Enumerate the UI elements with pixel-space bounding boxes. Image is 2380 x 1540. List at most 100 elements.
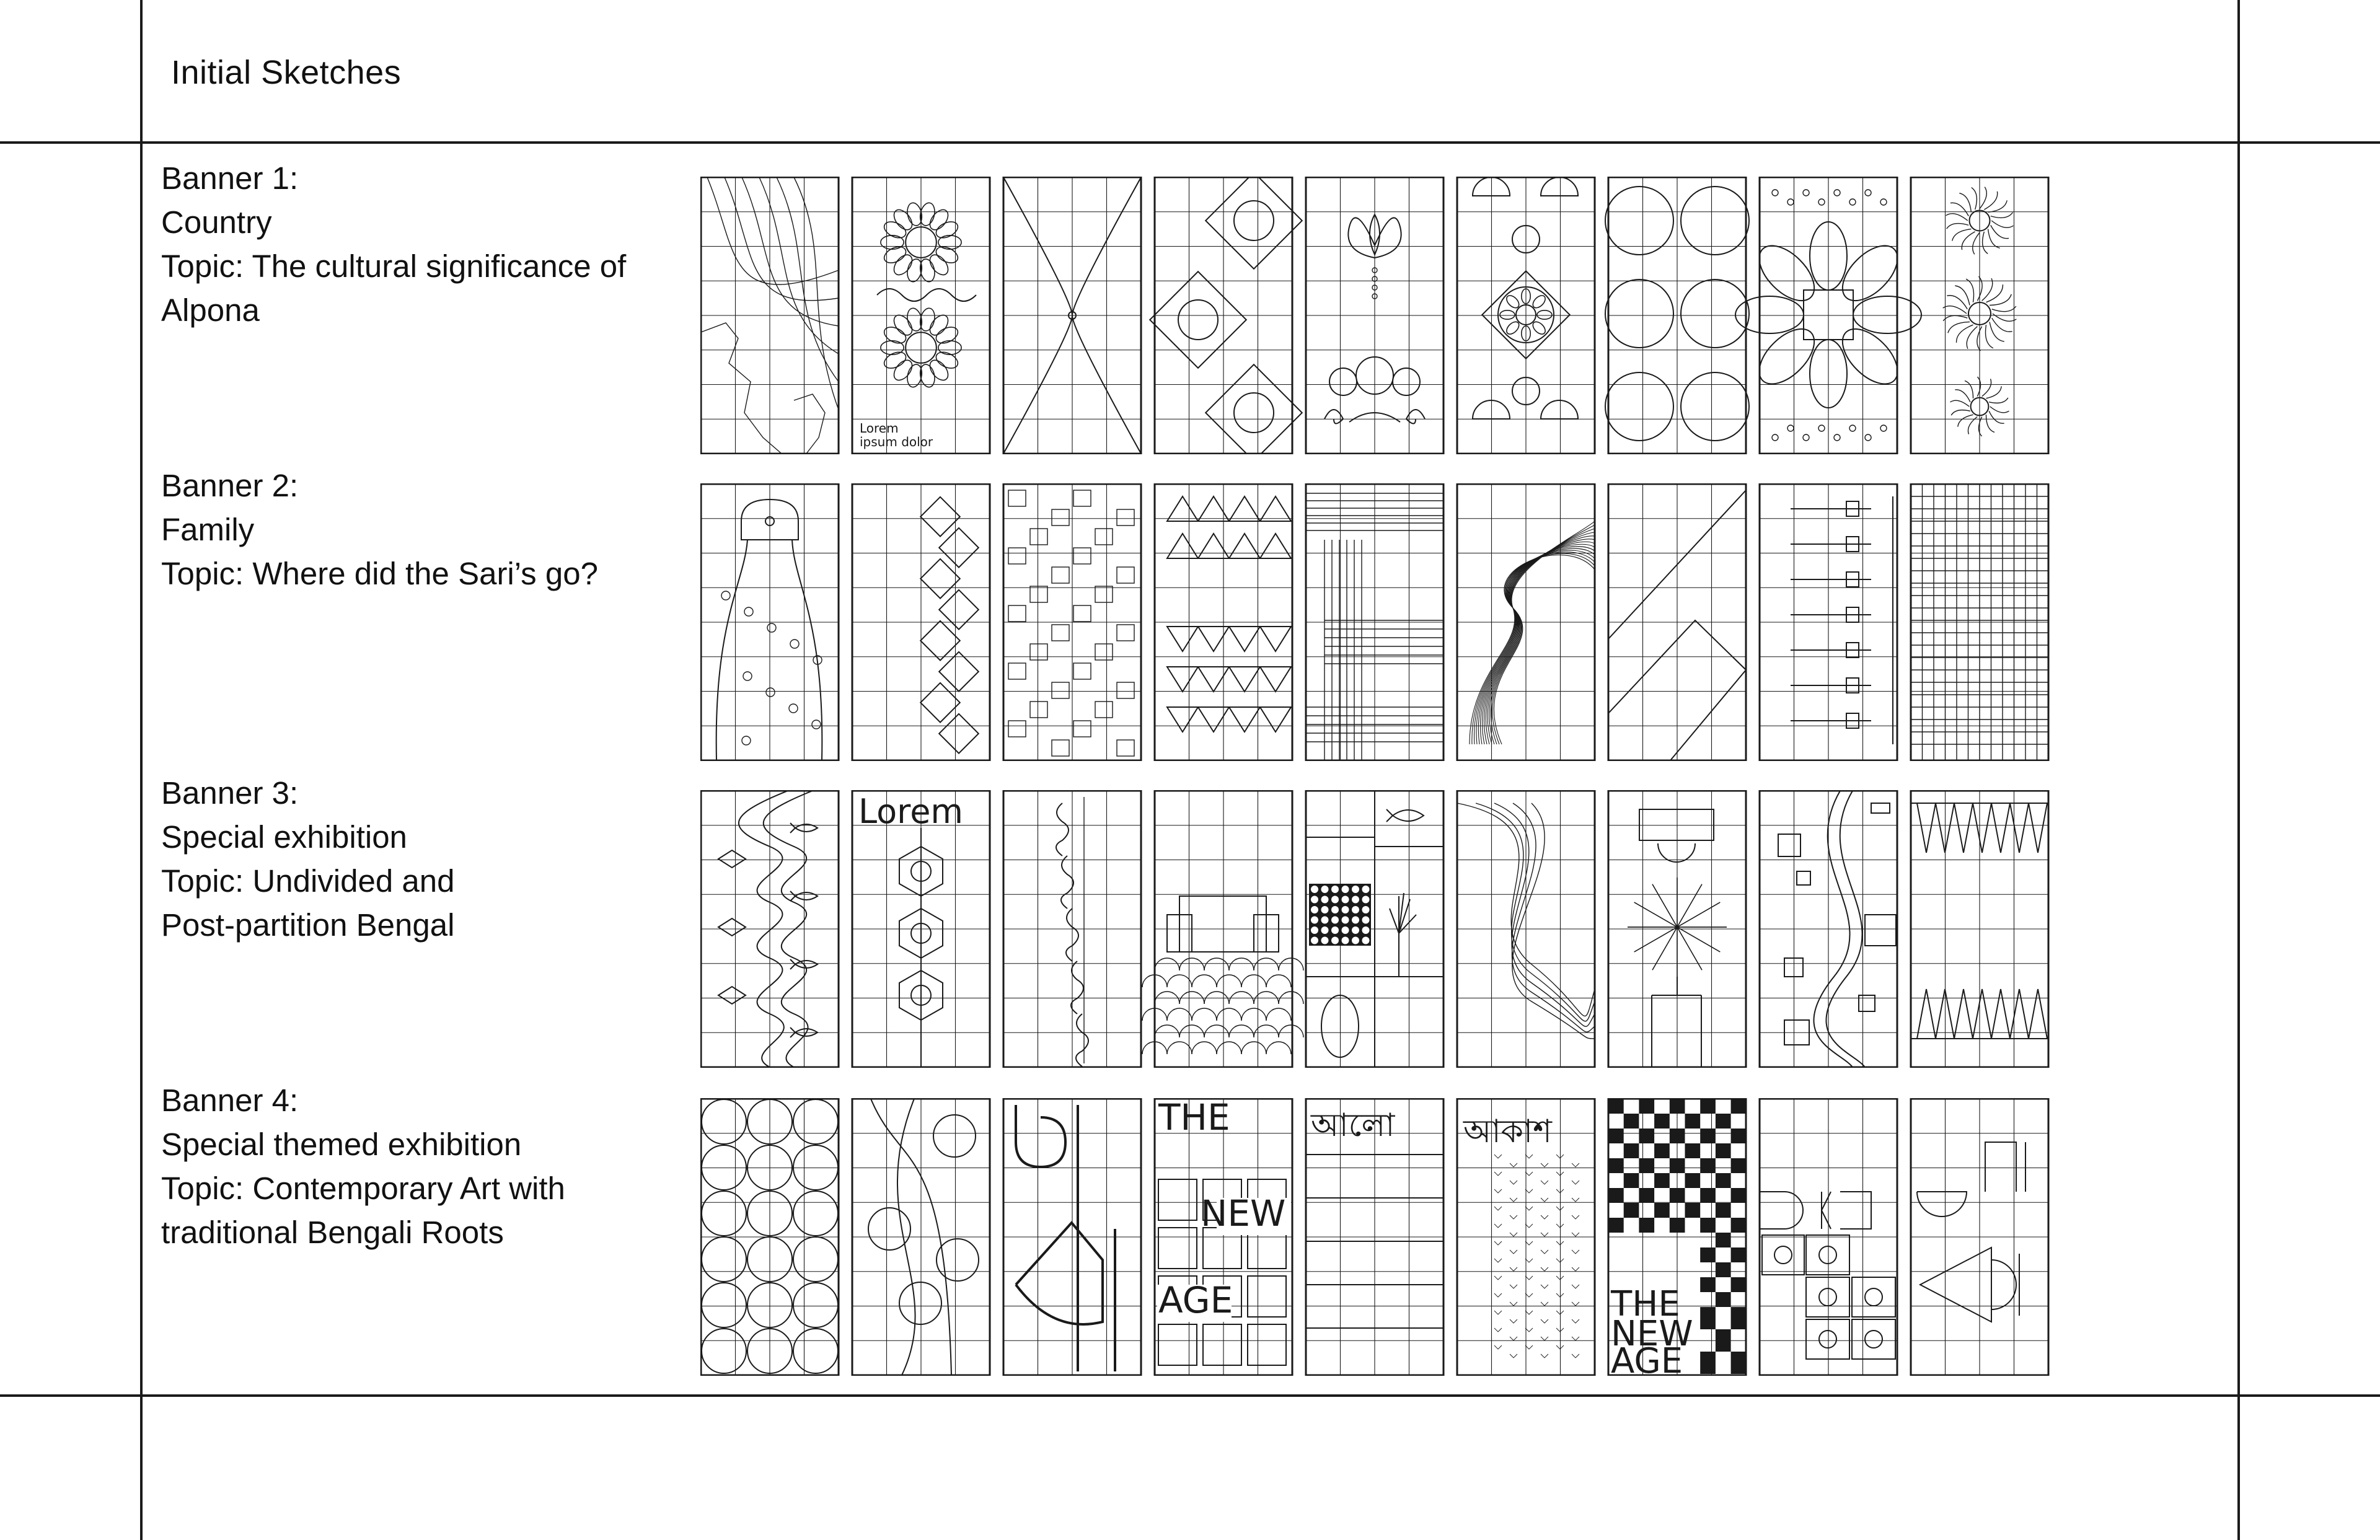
sketch-frame [1153,1098,1294,1376]
texture-mark [1556,1258,1564,1263]
sketch-age-label: AGE [1158,1279,1233,1321]
petal [1521,288,1532,304]
fish-icon [1386,809,1425,822]
dot [1818,425,1825,432]
triangle-up [1197,532,1230,559]
triangle-down [1259,626,1292,653]
flower-center [905,332,937,364]
grid-circle [793,1236,839,1282]
wave-scale [1253,1024,1279,1038]
texture-mark [1571,1232,1580,1237]
wave-scale [1278,1024,1304,1038]
sketch-frame [700,483,840,761]
petal [893,254,913,276]
lock-top [741,498,799,540]
zigzag-diamond [938,527,980,568]
dot [1331,886,1339,893]
texture-mark [1556,1345,1564,1350]
zigzag-diamond [919,558,961,599]
half-disc [1991,1259,2017,1310]
hexagon-circle [910,861,932,882]
sketch-b4-circles [700,1098,840,1376]
triangle-down [1259,706,1292,733]
grid-circle [793,1099,839,1145]
texture-mark [1525,1171,1533,1176]
pattern-block [1008,490,1026,507]
frame-bottom-rule [0,1394,2380,1397]
type-block [1202,1324,1242,1366]
half-disc [1759,1191,1804,1230]
triangle-up [1166,532,1199,559]
petal [907,307,923,332]
bubble [767,623,777,633]
checker-square [1623,1143,1639,1158]
grid-circle [701,1099,747,1145]
banner-2-description: Banner 2: Family Topic: Where did the Sa… [161,464,669,596]
checker-square [1715,1114,1731,1129]
texture-mark [1525,1345,1533,1350]
texture-mark [1509,1353,1518,1358]
sketch-b3-contours [1456,790,1596,1068]
checker-square [1608,1099,1624,1114]
checker-square [1608,1158,1624,1173]
key-block [1846,713,1859,729]
sketch-b2-zigzag [851,483,991,761]
petal [919,258,935,283]
dot-grid-block [1309,884,1371,946]
sketch-grid [1760,177,1897,454]
sketch-grid [1003,484,1141,760]
checker-square [1715,1173,1731,1188]
ribbon-line [1493,554,1595,745]
banner-2-category: Family [161,512,255,547]
texture-mark [1494,1154,1502,1159]
center-circle [1497,286,1554,343]
texture-mark [1494,1171,1502,1176]
sketch-grid [1306,177,1443,454]
triangle-down [1197,626,1230,653]
petal [907,258,923,283]
sketch-b3-river [700,790,840,1068]
checker-square [1730,1129,1747,1143]
contour-line [1511,803,1595,1032]
checker-square [1608,1129,1624,1143]
small-circle [1512,377,1540,405]
texture-mark [1571,1267,1580,1272]
wave-scale [1204,1024,1230,1038]
wave-scale [1241,1041,1267,1055]
fish-icon [790,822,819,834]
pattern-block [1051,566,1070,584]
key-block [1846,501,1859,517]
type-block [1158,1324,1197,1366]
contour-line [1512,803,1595,1039]
bubble [721,591,731,601]
winding-path [1825,790,1866,1068]
face-icon [1774,1246,1792,1264]
dot [1362,886,1370,893]
dot [1341,886,1349,893]
sketch-b1-diamonds [1148,177,1303,454]
banner-1-topic-line-1: Topic: The cultural significance of [161,249,627,284]
lotus-motif [1347,214,1402,259]
wave-scale [1179,991,1205,1005]
grid-circle [747,1145,793,1190]
sketch-frame [1607,1098,1747,1376]
triangle-down [1228,626,1261,653]
winding-path [1813,790,1853,1068]
banner-3-topic-line-1: Topic: Undivided and [161,863,455,899]
dot [1771,189,1779,196]
leaf-band [876,288,977,302]
petal [883,351,907,369]
diagonal-line [1608,490,1747,761]
bengali-glyph [1015,1105,1116,1371]
triangle-down [1228,706,1261,733]
sketch-b3-calligraphy [1002,790,1142,1068]
checker-square [1608,1188,1624,1203]
banner-1-category: Country [161,205,272,240]
sketch-bengali-alo: আলো [1310,1107,1395,1144]
banner-3-description: Banner 3: Special exhibition Topic: Undi… [161,771,669,947]
dot [1341,895,1349,904]
sketch-frame [1305,790,1445,1068]
dot [1352,926,1359,934]
type-block [1158,1227,1197,1269]
wave-scale [1191,1008,1217,1021]
